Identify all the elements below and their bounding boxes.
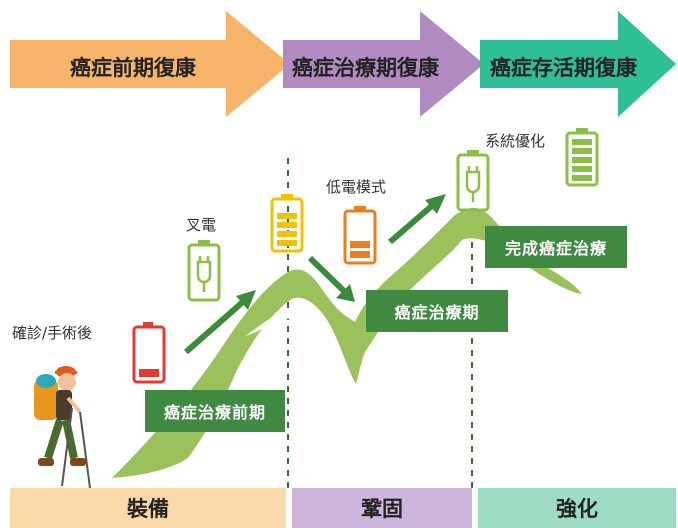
battery-charging-icon [187, 240, 221, 302]
phase-strengthen: 強化 [478, 488, 676, 528]
label-recharge: 叉電 [186, 216, 217, 234]
battery-low-icon [132, 322, 166, 384]
battery-charging-icon-2 [456, 150, 490, 212]
box-treatment: 癌症治療期 [366, 290, 508, 332]
battery-high-icon [270, 194, 304, 253]
phase-prepare: 裝備 [10, 488, 286, 528]
trend-arrow-up-1 [184, 290, 256, 355]
stage-arrow-treatment [283, 11, 484, 117]
phase-consolidate: 鞏固 [292, 488, 472, 528]
mountain-shape [112, 207, 582, 479]
stage-label-treatment: 癌症治療期復康 [292, 56, 439, 80]
box-completed: 完成癌症治療 [485, 226, 627, 268]
label-low-power: 低電模式 [326, 178, 387, 196]
label-diagnosis: 確診/手術後 [12, 324, 93, 342]
stage-arrow-survival [480, 11, 676, 117]
label-optimize: 系統優化 [485, 132, 546, 150]
stage-label-pre: 癌症前期復康 [70, 56, 196, 80]
stage-arrow-pre [10, 11, 290, 117]
stage-label-survival: 癌症存活期復康 [490, 56, 637, 80]
battery-medium-icon [343, 206, 377, 265]
trend-arrow-down [307, 255, 355, 302]
mountain-shadow [245, 308, 320, 336]
battery-full-icon [565, 128, 599, 187]
box-pre-treatment: 癌症治療前期 [145, 390, 285, 432]
hiker-icon [34, 366, 91, 489]
trend-arrow-up-2 [388, 194, 446, 245]
